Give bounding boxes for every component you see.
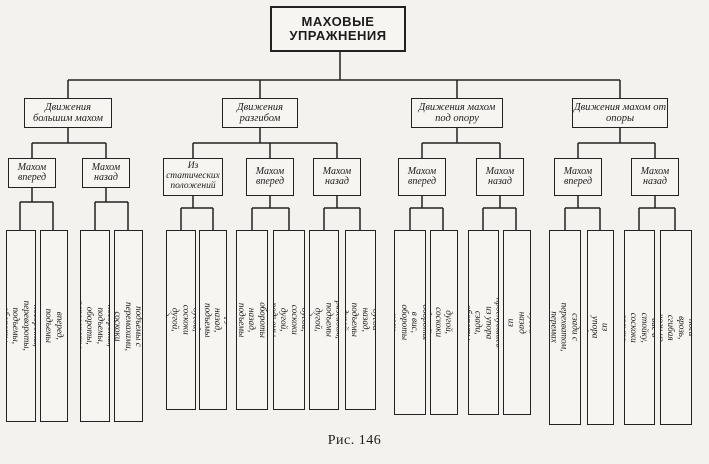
leaf-text: Подъемы назад, обороты назад, подъемы ра… — [236, 302, 268, 338]
leaf-text: Махи дугой назад, подъемы дугой назад — [345, 302, 376, 338]
sub-2-static: Из статических положений — [163, 158, 223, 196]
group-swing-under-support: Движения махом под опору — [411, 98, 503, 128]
leaf-3-2-b: Махи дугой назад из упора сзади — [503, 230, 531, 415]
leaf-text: Выкруты назад, подъемы назад — [199, 301, 227, 339]
title-line-2: УПРАЖНЕНИЯ — [289, 28, 387, 43]
leaf-text: Махи, повороты, подъемы, обороты, перево… — [80, 300, 110, 352]
title-line-1: МАХОВЫЕ — [301, 14, 375, 30]
leaf-4-1-b: Соскоки из упора сзади — [587, 230, 614, 425]
sub-3-forward: Махом вперед — [398, 158, 446, 196]
leaf-3-2-a: Обороты прогнувшись из упора сзади, обор… — [468, 230, 499, 415]
leaf-1-2-b: Перемахи, подъемы с перемахами, соскоки … — [114, 230, 143, 422]
leaf-4-2-b: Соскоки ноги врозь, сгибая ноги из упора — [660, 230, 692, 425]
leaf-2-1-a: Махи дугой, соскоки дугой, подъемы разги… — [166, 230, 196, 410]
leaf-4-1-a: Вспрыгивания из упора сзади с перехватом… — [549, 230, 581, 425]
group-swing-from-support: Движения махом от опоры — [572, 98, 668, 128]
leaf-text: Подъемы разгибом, подъемы дугой, подъемы… — [309, 301, 339, 339]
sub-1-backward: Махом назад — [82, 158, 130, 188]
leaf-2-2-a: Подъемы назад, обороты назад, подъемы ра… — [236, 230, 268, 410]
sub-3-backward: Махом назад — [476, 158, 524, 196]
sub-1-forward: Махом вперед — [8, 158, 56, 188]
sub-2-backward: Махом назад — [313, 158, 361, 196]
leaf-text: Обороты в упоре, обороты в вис, обороты … — [394, 304, 426, 341]
leaf-text: Вспрыгивания из упора сзади с перехватом… — [549, 303, 581, 352]
leaf-text: Махи дугой, соскоки дугой, подъемы разги… — [166, 302, 196, 338]
leaf-text: Соскоки ноги врозь, сгибая ноги из упора — [660, 313, 692, 342]
sub-2-forward: Махом вперед — [246, 158, 294, 196]
leaf-3-1-b: Махи дугой, соскоки дугой — [430, 230, 458, 415]
leaf-text: Перемахи, подъемы с перемахами, соскоки … — [114, 301, 143, 351]
leaf-text: Соскоки махом вперед, подъемы махом впер… — [40, 308, 68, 344]
figure-caption: Рис. 146 — [327, 433, 382, 448]
leaf-2-1-b: Выкруты назад, подъемы назад — [199, 230, 227, 410]
leaf-1-2-a: Махи, повороты, подъемы, обороты, перево… — [80, 230, 110, 422]
group-big-swing: Движения большим махом — [24, 98, 112, 128]
sub-4-forward: Махом вперед — [554, 158, 602, 196]
leaf-text: Обороты прогнувшись из упора сзади, обор… — [468, 297, 499, 348]
leaf-text: Махи дугой назад из упора сзади — [503, 311, 531, 334]
group-unbending: Движения разгибом — [222, 98, 298, 128]
leaf-2-3-b: Махи дугой назад, подъемы дугой назад — [345, 230, 376, 410]
title-box: МАХОВЫЕ УПРАЖНЕНИЯ — [270, 6, 406, 52]
leaf-3-1-a: Обороты в упоре, обороты в вис, обороты … — [394, 230, 426, 415]
leaf-text: Махи, повороты, перевороты, подъемы, обо… — [6, 300, 36, 352]
leaf-text: Махи в вис в стойку, соскоки сальто впер… — [624, 312, 655, 343]
leaf-text: Махи дугой, соскоки дугой, подъемы дугой — [273, 302, 305, 338]
leaf-text: Соскоки из упора сзади — [587, 311, 614, 344]
leaf-1-1-b: Соскоки махом вперед, подъемы махом впер… — [40, 230, 68, 422]
leaf-2-3-a: Подъемы разгибом, подъемы дугой, подъемы… — [309, 230, 339, 410]
leaf-4-2-a: Махи в вис в стойку, соскоки сальто впер… — [624, 230, 655, 425]
leaf-text: Махи дугой, соскоки дугой — [430, 307, 458, 338]
leaf-2-2-b: Махи дугой, соскоки дугой, подъемы дугой — [273, 230, 305, 410]
leaf-1-1-a: Махи, повороты, перевороты, подъемы, обо… — [6, 230, 36, 422]
sub-4-backward: Махом назад — [631, 158, 679, 196]
